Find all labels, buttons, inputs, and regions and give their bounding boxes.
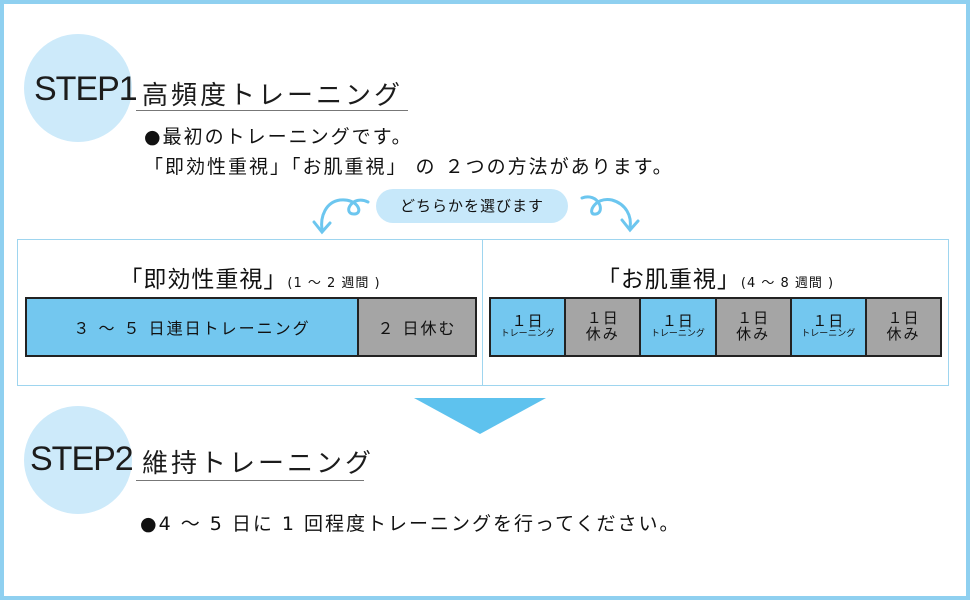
step1-title-underline <box>136 110 408 111</box>
cell-day-label: １日 <box>737 309 770 328</box>
step1-title: 高頻度トレーニング <box>142 81 404 111</box>
left-segment-training-label: ３ ～ ５ 日連日トレーニング <box>73 319 311 338</box>
curved-arrow-right-icon <box>580 195 640 233</box>
right-schedule-bar: １日 トレーニング １日 休み １日 トレーニング １日 休み １日 トレーニン… <box>489 297 942 357</box>
cell-kind-label: トレーニング <box>801 329 856 340</box>
left-segment-rest: ２ 日休む <box>357 299 475 355</box>
step2-title: 維持トレーニング <box>142 449 375 479</box>
cell-day-label: １日 <box>661 312 694 331</box>
cell-kind-label: トレーニング <box>650 329 705 340</box>
step2-description: ●4 ～ 5 日に 1 回程度トレーニングを行ってください。 <box>140 513 681 535</box>
right-panel: 「お肌重視」(4 ～ 8 週間 ) １日 トレーニング １日 休み １日 トレー… <box>482 239 949 386</box>
curved-arrow-left-icon <box>312 198 370 235</box>
left-panel-subtitle: (1 ～ 2 週間 ) <box>287 276 381 291</box>
right-cell-rest: １日 休み <box>714 299 790 355</box>
cell-day-label: １日 <box>586 309 619 328</box>
left-panel-title: 「即効性重視」 <box>119 267 288 293</box>
right-cell-rest: １日 休み <box>564 299 640 355</box>
left-panel: 「即効性重視」(1 ～ 2 週間 ) ３ ～ ５ 日連日トレーニング ２ 日休む <box>17 239 483 386</box>
cell-kind-label: トレーニング <box>500 329 555 340</box>
right-panel-subtitle: (4 ～ 8 週間 ) <box>740 276 835 291</box>
cell-kind-label: 休み <box>736 325 771 343</box>
step1-description-line1: ●最初のトレーニングです。 <box>144 126 413 148</box>
choice-arrows <box>312 195 640 235</box>
cell-kind-label: 休み <box>886 325 921 343</box>
step2-label: STEP2 <box>30 440 134 478</box>
left-segment-training: ３ ～ ５ 日連日トレーニング <box>27 299 357 355</box>
right-cell-training: １日 トレーニング <box>491 299 565 355</box>
step1-label: STEP1 <box>34 70 138 108</box>
right-cell-training: １日 トレーニング <box>789 299 865 355</box>
left-panel-heading: 「即効性重視」(1 ～ 2 週間 ) <box>18 260 482 294</box>
right-cell-rest: １日 休み <box>864 299 941 355</box>
right-panel-heading: 「お肌重視」(4 ～ 8 週間 ) <box>483 260 948 294</box>
cell-kind-label: 休み <box>585 325 620 343</box>
step1-description-line2: 「即効性重視」「お肌重視」 の ２つの方法があります。 <box>144 156 674 178</box>
step2-circle <box>24 406 132 514</box>
right-cell-training: １日 トレーニング <box>639 299 715 355</box>
down-arrow-icon <box>414 398 546 434</box>
cell-day-label: １日 <box>812 312 845 331</box>
cell-day-label: １日 <box>887 309 920 328</box>
choice-badge: どちらかを選びます <box>376 189 568 223</box>
left-segment-rest-label: ２ 日休む <box>377 319 457 338</box>
step2-title-underline <box>136 480 364 481</box>
step1-circle <box>24 34 132 142</box>
right-panel-title: 「お肌重視」 <box>596 267 741 293</box>
left-schedule-bar: ３ ～ ５ 日連日トレーニング ２ 日休む <box>25 297 477 357</box>
cell-day-label: １日 <box>511 312 544 331</box>
